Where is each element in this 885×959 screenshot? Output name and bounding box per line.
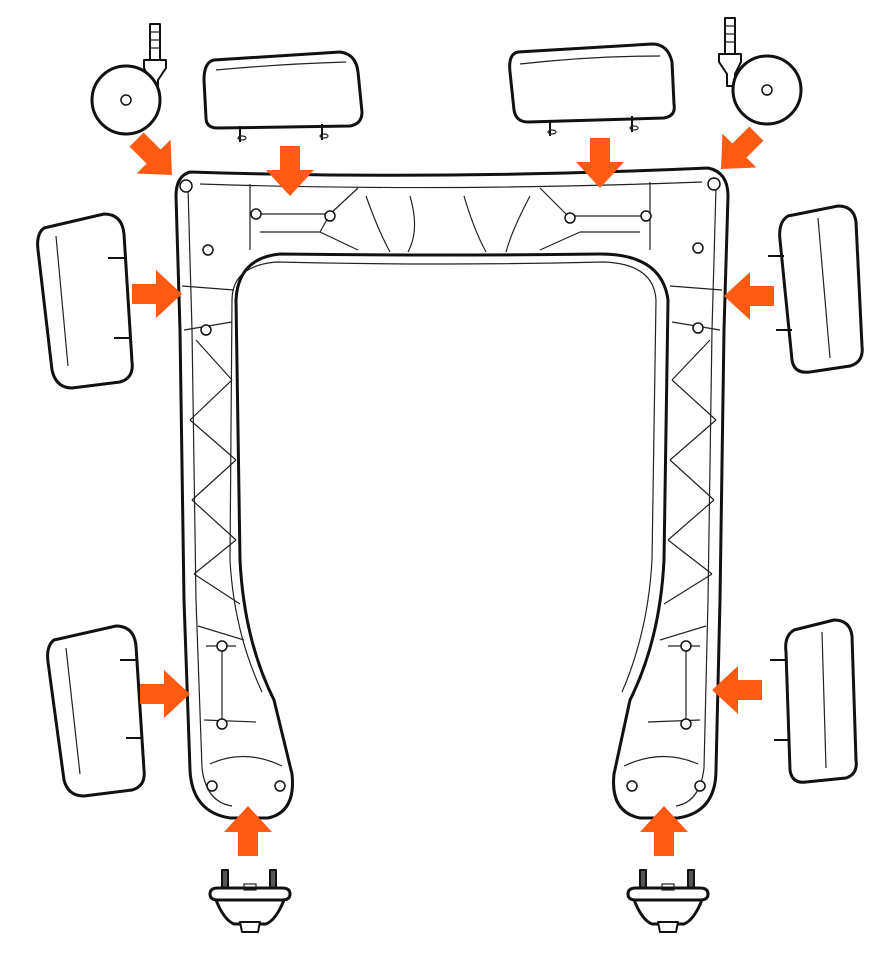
foot-glide-icon [626,869,710,933]
cushion-pad-icon [508,42,676,136]
frame-inner-rim [229,261,657,693]
assembly-arrow-icon [132,270,182,318]
frame [174,166,730,820]
foot-glide-icon [208,869,292,933]
frame-top-ribs [256,187,642,253]
cushion-pad-icon [768,204,864,374]
assembly-arrow-icon [724,272,774,320]
cushion-pad-icon [770,618,858,784]
cushion-pad-icon [36,212,134,390]
cushion-pad-icon [202,50,364,142]
caster-wheel-icon [90,23,167,136]
frame-screw-holes [179,177,721,792]
frame-foot-curve [209,755,699,767]
frame-outline [174,166,730,820]
assembly-arrow-icon [140,670,190,718]
cushion-pad-icon [46,624,146,798]
caster-wheel-icon [718,17,803,126]
